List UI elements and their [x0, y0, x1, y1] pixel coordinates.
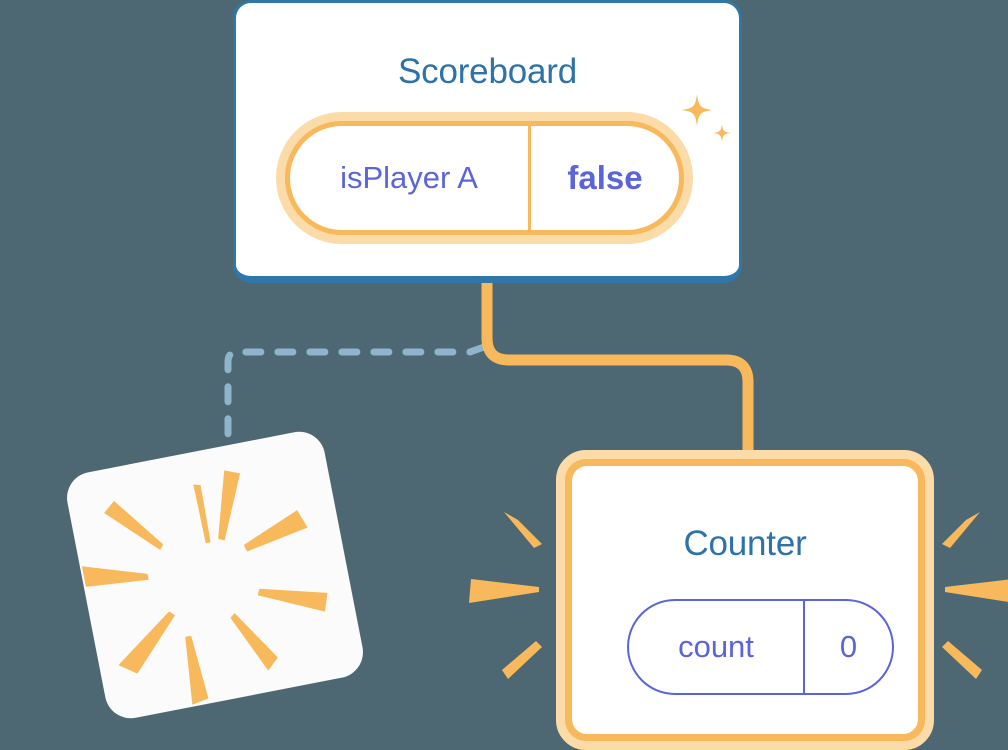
scoreboard-state-pill-inner: isPlayer A false	[285, 121, 684, 235]
scoreboard-state-pill[interactable]: isPlayer A false	[276, 112, 693, 244]
scoreboard-state-key: isPlayer A	[290, 126, 531, 230]
scoreboard-title: Scoreboard	[398, 52, 577, 91]
counter-state-key: count	[629, 601, 805, 693]
connector-scoreboard-to-removed-card	[224, 343, 488, 496]
card-removed-placeholder[interactable]	[62, 427, 368, 723]
card-counter[interactable]: Counter count 0	[556, 450, 934, 750]
connector-scoreboard-to-counter	[481, 281, 754, 466]
card-counter-inner: Counter count 0	[565, 459, 925, 741]
burst-icon	[81, 470, 328, 705]
counter-title: Counter	[683, 524, 807, 563]
scoreboard-state-value: false	[567, 159, 643, 196]
counter-state-pill[interactable]: count 0	[627, 599, 894, 695]
counter-state-value: 0	[839, 629, 858, 664]
